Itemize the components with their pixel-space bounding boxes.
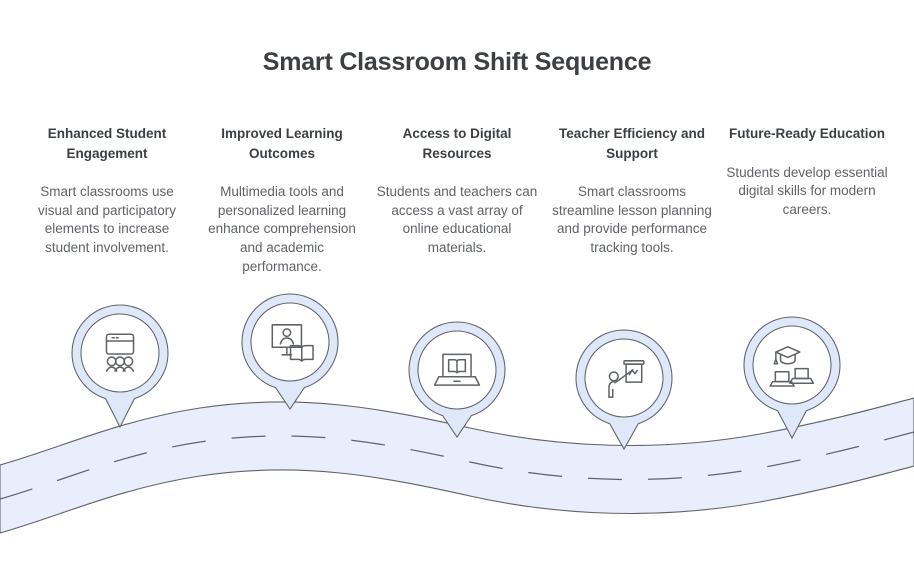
- road-center-dashes: [0, 431, 914, 500]
- step-column-enhanced-student-engagement: Enhanced Student Engagement Smart classr…: [22, 124, 192, 258]
- road-path: [0, 397, 914, 534]
- step-heading: Improved Learning Outcomes: [221, 126, 343, 161]
- map-pin-access-to-digital-resources[interactable]: [408, 321, 506, 438]
- pin-inner-disc: [250, 302, 330, 382]
- step-heading: Teacher Efficiency and Support: [558, 126, 706, 161]
- step-column-access-to-digital-resources: Access to Digital Resources Students and…: [372, 124, 542, 258]
- map-pin-enhanced-student-engagement[interactable]: [71, 304, 169, 429]
- pin-inner-disc: [752, 325, 832, 405]
- step-heading: Enhanced Student Engagement: [47, 126, 167, 161]
- map-pin-improved-learning-outcomes[interactable]: [241, 293, 339, 410]
- step-column-teacher-efficiency-and-support: Teacher Efficiency and Support Smart cla…: [547, 124, 717, 258]
- step-heading: Access to Digital Resources: [402, 126, 512, 161]
- page-title: Smart Classroom Shift Sequence: [262, 48, 652, 76]
- step-column-improved-learning-outcomes: Improved Learning Outcomes Multimedia to…: [197, 124, 367, 276]
- step-description: Smart classrooms streamline lesson plann…: [552, 184, 712, 255]
- step-column-future-ready-education: Future-Ready Education Students develop …: [722, 124, 892, 219]
- pin-inner-disc: [80, 313, 160, 393]
- map-pin-future-ready-education[interactable]: [743, 316, 841, 440]
- steps-text-row: Enhanced Student Engagement Smart classr…: [22, 124, 892, 276]
- pin-inner-disc: [584, 338, 664, 418]
- step-description: Students and teachers can access a vast …: [376, 184, 538, 255]
- step-heading: Future-Ready Education: [728, 126, 885, 141]
- step-description: Smart classrooms use visual and particip…: [37, 184, 177, 255]
- road-surface: [0, 397, 914, 534]
- step-description: Students develop essential digital skill…: [726, 164, 888, 217]
- map-pin-teacher-efficiency-and-support[interactable]: [575, 329, 673, 451]
- step-description: Multimedia tools and personalized learni…: [208, 184, 356, 274]
